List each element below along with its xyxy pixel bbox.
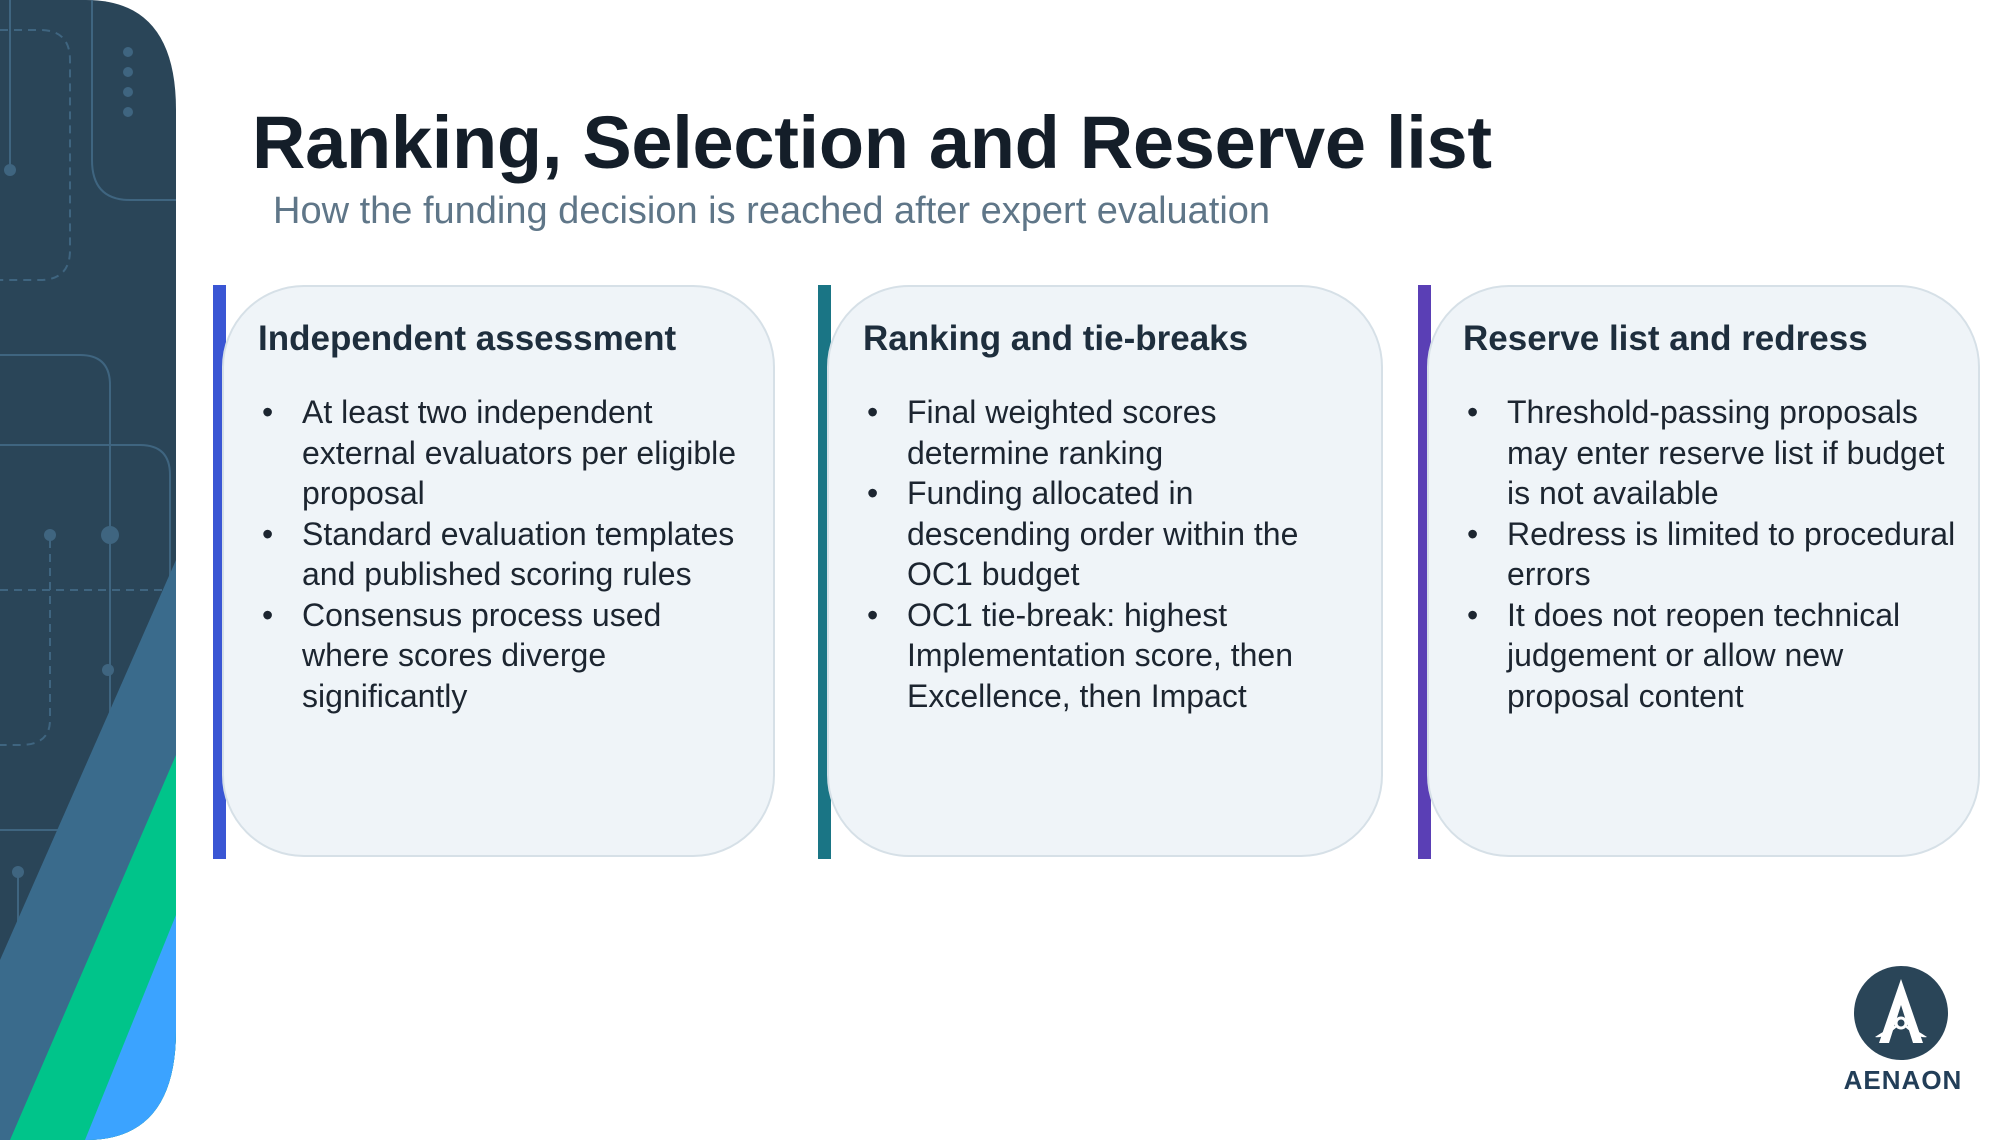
side-decoration [0,0,176,1140]
card-reserve-list-redress: Reserve list and redress Threshold-passi… [1427,285,1980,857]
bullet-item: Redress is limited to procedural errors [1463,514,1958,595]
page-subtitle: How the funding decision is reached afte… [273,190,1271,232]
aenaon-logo-icon [1854,966,1948,1060]
bullet-item: At least two independent external evalua… [258,392,753,514]
bullet-list: Final weighted scores determine ranking … [863,392,1361,716]
card-title: Reserve list and redress [1463,319,1868,358]
bullet-item: OC1 tie-break: highest Implementation sc… [863,595,1361,717]
bullet-item: Threshold-passing proposals may enter re… [1463,392,1958,514]
card-independent-assessment: Independent assessment At least two inde… [222,285,775,857]
logo-wordmark: AENAON [1843,1065,1963,1095]
page-title: Ranking, Selection and Reserve list [252,101,1492,184]
bullet-item: Funding allocated in descending order wi… [863,473,1361,595]
card-ranking-tie-breaks: Ranking and tie-breaks Final weighted sc… [827,285,1383,857]
bullet-item: Final weighted scores determine ranking [863,392,1361,473]
bullet-list: Threshold-passing proposals may enter re… [1463,392,1958,716]
card-title: Independent assessment [258,319,677,358]
bullet-item: Consensus process used where scores dive… [258,595,753,717]
bullet-item: It does not reopen technical judgement o… [1463,595,1958,717]
card-title: Ranking and tie-breaks [863,319,1249,358]
brand-logo: AENAON [1838,965,1968,1096]
bullet-item: Standard evaluation templates and publis… [258,514,753,595]
bullet-list: At least two independent external evalua… [258,392,753,716]
